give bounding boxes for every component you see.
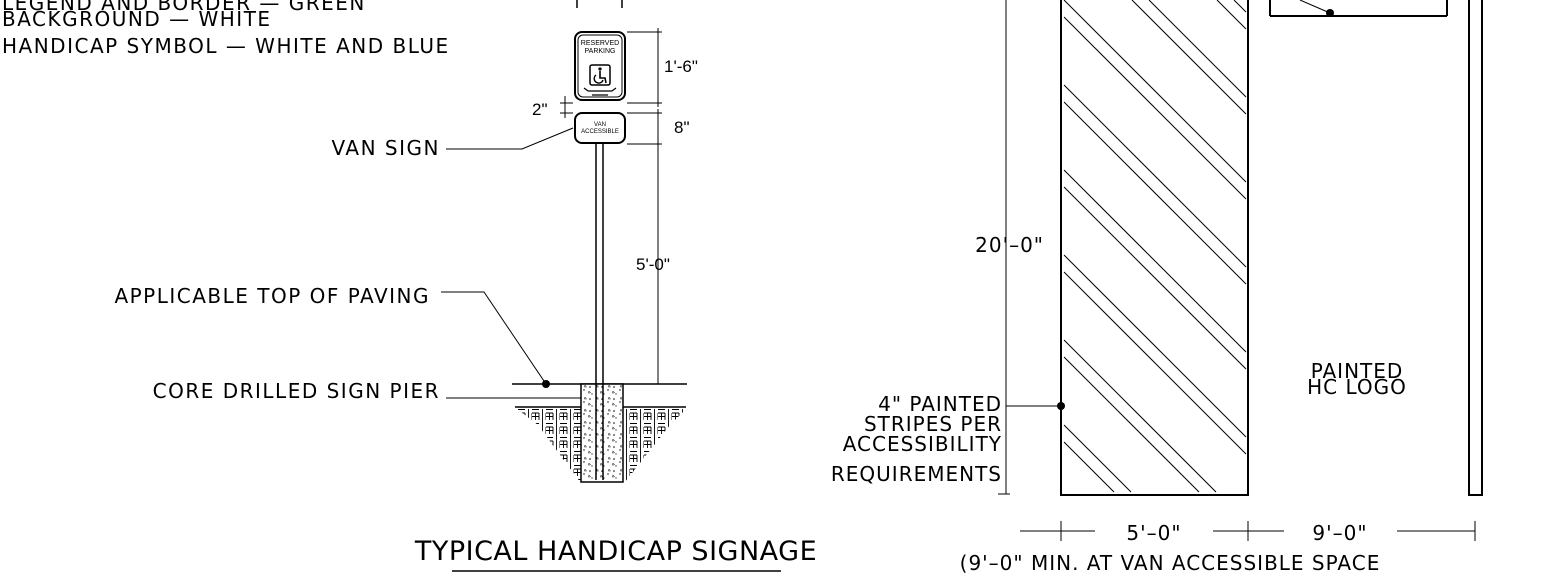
sign-text-parking: PARKING [585, 48, 616, 55]
dim-post-height: 5'-0" [636, 255, 670, 274]
wheel-stop-leader [1299, 0, 1331, 14]
reserved-parking-sign: RESERVED PARKING [574, 31, 626, 101]
stripes-note-line4: REQUIREMENTS [831, 462, 1002, 486]
dim-space-width: 9'–0" [1312, 521, 1367, 545]
stripes-note: 4" PAINTED STRIPES PER ACCESSIBILITY REQ… [831, 392, 1002, 486]
leader-top-of-paving [441, 291, 547, 385]
aisle-stripe [1063, 0, 1247, 183]
sign-dimensions [560, 28, 662, 384]
hc-logo-note-line1: PAINTED [1311, 359, 1404, 383]
aisle-stripe [1131, 0, 1247, 115]
van-accessible-sign: VAN ACCESSIBLE [574, 112, 626, 144]
aisle-stripe [1063, 84, 1247, 268]
width-dimensions [1020, 521, 1476, 541]
dim-length: 20'–0" [975, 233, 1044, 257]
aisle-stripe [1148, 0, 1247, 98]
post-in-pier [595, 384, 604, 480]
van-accessible-note: (9'–0" MIN. AT VAN ACCESSIBLE SPACE [960, 551, 1381, 575]
dim-gap: 2" [532, 100, 548, 119]
aisle-stripe [1063, 169, 1247, 353]
aisle-stripe [1216, 0, 1247, 30]
aisle-stripe [1063, 424, 1132, 493]
signage-title: TYPICAL HANDICAP SIGNAGE [414, 536, 817, 567]
aisle-stripe [1063, 271, 1247, 455]
aisle-stripe [1063, 356, 1200, 493]
wheelchair-icon [589, 64, 611, 86]
stripes-note-line3: ACCESSIBILITY [843, 432, 1002, 456]
aisle-stripe [1063, 16, 1247, 200]
pier-concrete-hatch [582, 385, 622, 481]
dim-van-sign-height: 8" [674, 118, 690, 137]
sign-note-legend: LEGEND AND BORDER — GREEN [2, 0, 366, 15]
dim-aisle-width: 5'–0" [1126, 521, 1181, 545]
stripes-note-line2: STRIPES PER [864, 412, 1002, 436]
label-van-sign: VAN SIGN [332, 136, 440, 160]
aisle-stripe [1063, 254, 1247, 438]
sign-notes: LEGEND AND BORDER — GREEN BACKGROUND — W… [2, 0, 450, 58]
van-sign-text-accessible: ACCESSIBLE [581, 129, 619, 135]
access-aisle [1060, 0, 1249, 496]
stripes-leader-dot [1057, 402, 1065, 410]
aisle-stripe [1063, 186, 1247, 370]
aisle-stripe [1063, 339, 1217, 493]
stripes-note-line1: 4" PAINTED [878, 392, 1002, 416]
aisle-stripe [1063, 101, 1247, 285]
length-dimension [998, 0, 1010, 495]
sign-arrow-icon [583, 87, 617, 96]
sign-note-symbol: HANDICAP SYMBOL — WHITE AND BLUE [2, 34, 450, 58]
parking-space [1269, 0, 1483, 496]
sign-post-top [576, 0, 623, 8]
dim-sign-height: 1'-6" [664, 57, 698, 76]
wheel-stop-dot [1326, 9, 1334, 17]
sign-text-reserved: RESERVED [581, 40, 619, 47]
aisle-stripes [1063, 0, 1247, 493]
label-top-of-paving: APPLICABLE TOP OF PAVING [114, 284, 430, 308]
aisle-stripe [1063, 441, 1115, 493]
van-sign-text-van: VAN [594, 122, 606, 128]
sign-note-background: BACKGROUND — WHITE [2, 7, 272, 31]
label-sign-pier: CORE DRILLED SIGN PIER [153, 379, 440, 403]
aisle-stripe [1233, 0, 1247, 13]
hc-logo-note-line2: HC LOGO [1307, 375, 1407, 399]
leader-van-sign [446, 127, 574, 150]
